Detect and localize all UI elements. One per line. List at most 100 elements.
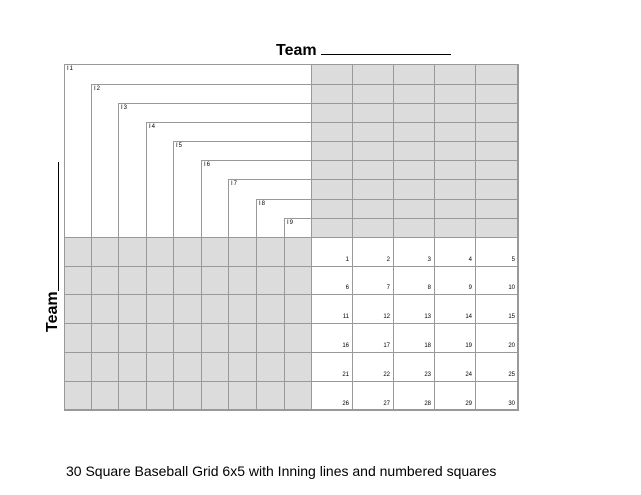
score-cell-top[interactable] <box>393 121 435 142</box>
numbered-square[interactable]: 24 <box>434 352 476 382</box>
numbered-square[interactable]: 9 <box>434 265 476 295</box>
score-cell-top[interactable] <box>352 141 394 161</box>
score-cell-left[interactable] <box>201 380 229 411</box>
numbered-square[interactable]: 19 <box>434 323 476 353</box>
score-cell-left[interactable] <box>201 265 229 295</box>
top-team-blank-line[interactable] <box>320 40 451 55</box>
score-cell-left[interactable] <box>146 380 174 411</box>
score-cell-left[interactable] <box>64 237 92 267</box>
score-cell-top[interactable] <box>352 83 394 104</box>
score-cell-top[interactable] <box>352 179 394 200</box>
score-cell-left[interactable] <box>173 237 202 267</box>
score-cell-left[interactable] <box>146 323 174 353</box>
score-cell-top[interactable] <box>475 217 519 238</box>
score-cell-top[interactable] <box>475 121 519 142</box>
score-cell-top[interactable] <box>475 160 519 180</box>
numbered-square[interactable]: 17 <box>352 323 394 353</box>
score-cell-top[interactable] <box>311 102 353 123</box>
score-cell-left[interactable] <box>91 265 119 295</box>
score-cell-left[interactable] <box>284 352 312 382</box>
numbered-square[interactable]: 4 <box>434 237 476 267</box>
score-cell-top[interactable] <box>475 102 519 123</box>
score-cell-top[interactable] <box>475 64 519 85</box>
score-cell-top[interactable] <box>393 83 435 104</box>
score-cell-left[interactable] <box>118 237 147 267</box>
score-cell-left[interactable] <box>173 323 202 353</box>
numbered-square[interactable]: 12 <box>352 294 394 324</box>
score-cell-left[interactable] <box>256 352 285 382</box>
score-cell-left[interactable] <box>284 294 312 324</box>
numbered-square[interactable]: 14 <box>434 294 476 324</box>
score-cell-top[interactable] <box>434 217 476 238</box>
score-cell-left[interactable] <box>201 294 229 324</box>
score-cell-left[interactable] <box>228 380 257 411</box>
score-cell-left[interactable] <box>173 352 202 382</box>
score-cell-top[interactable] <box>393 141 435 161</box>
score-cell-top[interactable] <box>393 217 435 238</box>
numbered-square[interactable]: 2 <box>352 237 394 267</box>
score-cell-top[interactable] <box>475 83 519 104</box>
score-cell-left[interactable] <box>173 380 202 411</box>
score-cell-left[interactable] <box>228 265 257 295</box>
numbered-square[interactable]: 10 <box>475 265 519 295</box>
score-cell-top[interactable] <box>311 141 353 161</box>
score-cell-left[interactable] <box>146 265 174 295</box>
score-cell-left[interactable] <box>64 265 92 295</box>
score-cell-left[interactable] <box>256 237 285 267</box>
score-cell-top[interactable] <box>393 102 435 123</box>
score-cell-left[interactable] <box>284 265 312 295</box>
score-cell-left[interactable] <box>64 352 92 382</box>
score-cell-left[interactable] <box>284 380 312 411</box>
score-cell-left[interactable] <box>201 323 229 353</box>
numbered-square[interactable]: 18 <box>393 323 435 353</box>
score-cell-top[interactable] <box>434 160 476 180</box>
score-cell-top[interactable] <box>393 198 435 219</box>
numbered-square[interactable]: 30 <box>475 380 519 411</box>
score-cell-left[interactable] <box>91 237 119 267</box>
score-cell-left[interactable] <box>118 294 147 324</box>
score-cell-top[interactable] <box>434 179 476 200</box>
score-cell-top[interactable] <box>311 198 353 219</box>
score-cell-left[interactable] <box>64 323 92 353</box>
score-cell-top[interactable] <box>434 141 476 161</box>
score-cell-left[interactable] <box>284 237 312 267</box>
score-cell-left[interactable] <box>228 237 257 267</box>
score-cell-left[interactable] <box>146 294 174 324</box>
score-cell-left[interactable] <box>64 380 92 411</box>
score-cell-top[interactable] <box>352 217 394 238</box>
left-team-blank-line[interactable] <box>58 162 59 291</box>
score-cell-top[interactable] <box>352 102 394 123</box>
score-cell-left[interactable] <box>256 323 285 353</box>
numbered-square[interactable]: 11 <box>311 294 353 324</box>
score-cell-left[interactable] <box>256 380 285 411</box>
score-cell-top[interactable] <box>352 64 394 85</box>
numbered-square[interactable]: 25 <box>475 352 519 382</box>
numbered-square[interactable]: 6 <box>311 265 353 295</box>
score-cell-top[interactable] <box>352 198 394 219</box>
score-cell-left[interactable] <box>118 380 147 411</box>
score-cell-top[interactable] <box>311 160 353 180</box>
score-cell-left[interactable] <box>256 294 285 324</box>
score-cell-top[interactable] <box>311 83 353 104</box>
score-cell-left[interactable] <box>146 237 174 267</box>
score-cell-left[interactable] <box>228 352 257 382</box>
numbered-square[interactable]: 26 <box>311 380 353 411</box>
numbered-square[interactable]: 8 <box>393 265 435 295</box>
score-cell-top[interactable] <box>311 64 353 85</box>
score-cell-top[interactable] <box>434 121 476 142</box>
score-cell-top[interactable] <box>434 83 476 104</box>
score-cell-top[interactable] <box>352 121 394 142</box>
numbered-square[interactable]: 23 <box>393 352 435 382</box>
numbered-square[interactable]: 28 <box>393 380 435 411</box>
numbered-square[interactable]: 16 <box>311 323 353 353</box>
score-cell-left[interactable] <box>201 237 229 267</box>
score-cell-left[interactable] <box>64 294 92 324</box>
score-cell-top[interactable] <box>434 102 476 123</box>
score-cell-top[interactable] <box>434 198 476 219</box>
score-cell-left[interactable] <box>228 294 257 324</box>
numbered-square[interactable]: 29 <box>434 380 476 411</box>
numbered-square[interactable]: 5 <box>475 237 519 267</box>
score-cell-top[interactable] <box>393 179 435 200</box>
numbered-square[interactable]: 13 <box>393 294 435 324</box>
numbered-square[interactable]: 21 <box>311 352 353 382</box>
